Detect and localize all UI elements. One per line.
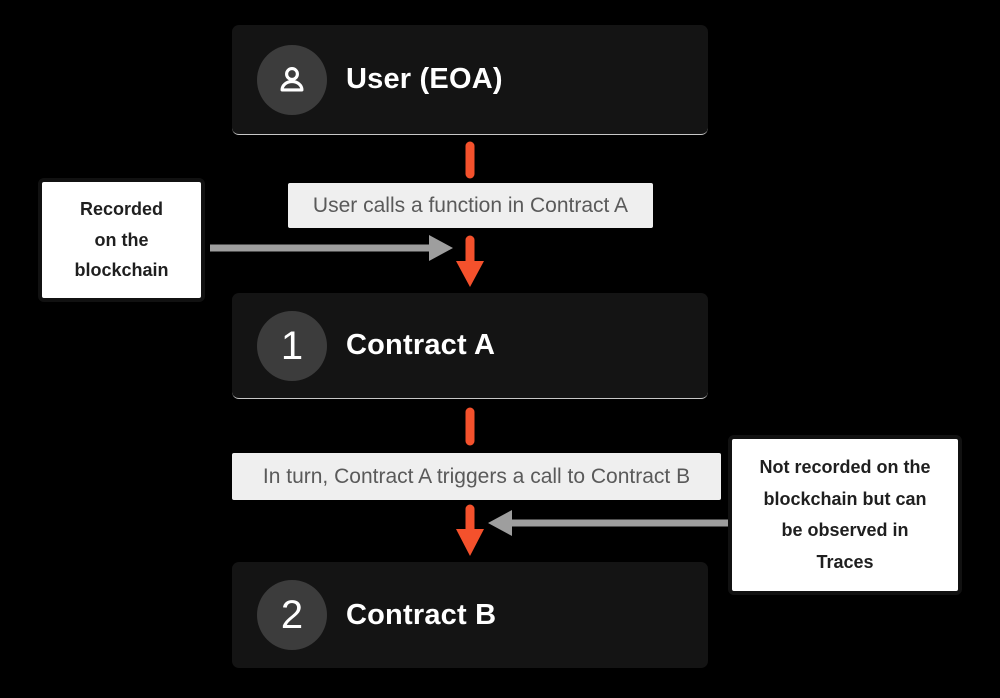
- step-badge-1: 1: [257, 310, 327, 381]
- step-number: 1: [280, 323, 304, 368]
- node-user-eoa: User (EOA): [232, 25, 708, 135]
- user-avatar: [257, 44, 327, 115]
- node-title-contract-b: Contract B: [346, 598, 497, 631]
- note-not-recorded-observed-in-traces: Not recorded on the blockchain but can b…: [728, 435, 962, 595]
- flow-arrow-user-to-contract-a: [456, 141, 484, 287]
- edge-label-user-calls-contract-a: User calls a function in Contract A: [288, 183, 653, 228]
- arrowhead-down-icon: [456, 529, 484, 556]
- arrowhead-left-icon: [488, 510, 512, 536]
- annotation-arrow-recorded: [210, 235, 453, 261]
- step-badge-2: 2: [257, 580, 327, 650]
- node-title-user: User (EOA): [346, 63, 503, 95]
- edge-label-contract-a-triggers-contract-b: In turn, Contract A triggers a call to C…: [232, 453, 721, 500]
- person-icon: [280, 66, 304, 91]
- arrowhead-down-icon: [456, 261, 484, 287]
- node-contract-a: 1 Contract A: [232, 293, 708, 399]
- annotation-arrow-not-recorded: [488, 510, 730, 536]
- note-recorded-on-blockchain: Recorded on the blockchain: [38, 178, 205, 302]
- flow-arrow-contract-a-to-contract-b: [456, 407, 484, 556]
- step-number: 2: [280, 593, 304, 637]
- node-contract-b: 2 Contract B: [232, 562, 708, 668]
- arrowhead-right-icon: [429, 235, 453, 261]
- node-title-contract-a: Contract A: [346, 329, 496, 361]
